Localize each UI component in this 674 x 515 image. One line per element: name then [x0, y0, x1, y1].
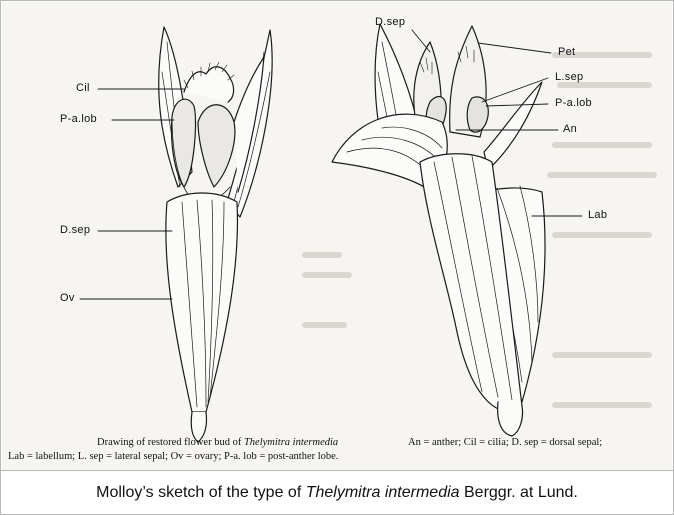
label-lab: Lab	[588, 209, 607, 221]
label-ov: Ov	[60, 292, 75, 304]
label-palob-left: P-a.lob	[60, 113, 97, 125]
label-dsep-right: D.sep	[375, 16, 405, 28]
figure-caption-line1: Drawing of restored flower bud of Thelym…	[97, 437, 338, 448]
label-palob-right: P-a.lob	[555, 97, 592, 109]
caption-text: Molloy’s sketch of the type of Thelymitr…	[96, 484, 578, 502]
label-dsep-left: D.sep	[60, 224, 90, 236]
label-lsep: L.sep	[555, 71, 583, 83]
figure-caption-abbrev: An = anther; Cil = cilia; D. sep = dorsa…	[408, 437, 602, 448]
label-an: An	[563, 123, 577, 135]
label-cil: Cil	[76, 82, 90, 94]
figure-caption-line2: Lab = labellum; L. sep = lateral sepal; …	[8, 451, 338, 462]
figure-image: Cil P-a.lob D.sep Ov D.sep Pet L.sep P-a…	[2, 2, 672, 470]
right-flower-bud	[332, 24, 545, 436]
caption-bar: Molloy’s sketch of the type of Thelymitr…	[1, 471, 673, 514]
label-pet: Pet	[558, 46, 575, 58]
